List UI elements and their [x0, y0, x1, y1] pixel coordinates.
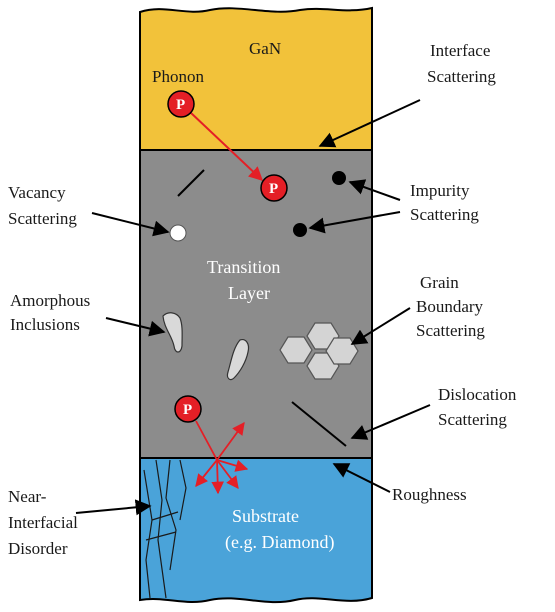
- impurity-dot-1: [332, 171, 346, 185]
- pointer-arrows: [75, 99, 431, 516]
- label-interface-1: Interface: [430, 41, 490, 60]
- arrow-roughness: [332, 463, 391, 493]
- amorphous-inclusion-2: [226, 339, 250, 381]
- substrate-label-1: Substrate: [232, 506, 299, 526]
- svg-text:P: P: [176, 97, 185, 113]
- label-amorphous-2: Inclusions: [10, 315, 80, 334]
- label-disorder-2: Interfacial: [8, 513, 78, 532]
- phonon-title: Phonon: [152, 67, 204, 86]
- grain-hexagons: [279, 322, 359, 380]
- impurity-dot-2: [293, 223, 307, 237]
- substrate-layer: [139, 457, 373, 604]
- amorphous-inclusion-1: [162, 312, 183, 353]
- phonon-particle-1: P: [167, 90, 195, 118]
- label-impurity-2: Scattering: [410, 205, 479, 224]
- arrow-amorphous: [105, 317, 166, 337]
- arrow-grain: [350, 307, 411, 345]
- arrow-interface: [318, 99, 421, 148]
- phonon-particle-3: P: [174, 395, 202, 423]
- label-dislocation-2: Scattering: [438, 410, 507, 429]
- label-vacancy-1: Vacancy: [8, 183, 66, 202]
- arrow-impurity-1: [348, 179, 401, 201]
- phonon-scatter-arrows: [195, 420, 249, 495]
- label-roughness: Roughness: [392, 485, 467, 504]
- near-interfacial-disorder-lines: [143, 459, 187, 599]
- arrow-impurity-2: [308, 211, 401, 234]
- arrow-vacancy: [91, 212, 170, 237]
- label-disorder-1: Near-: [8, 487, 47, 506]
- transition-label-2: Layer: [228, 283, 270, 303]
- label-grain-3: Scattering: [416, 321, 485, 340]
- arrow-disorder: [75, 499, 152, 516]
- gan-layer: [139, 6, 373, 151]
- label-vacancy-2: Scattering: [8, 209, 77, 228]
- transition-label-1: Transition: [207, 257, 280, 277]
- dislocation-line-top: [177, 169, 205, 197]
- phonon-particle-2: P: [260, 174, 288, 202]
- svg-text:P: P: [269, 181, 278, 197]
- arrow-dislocation: [350, 404, 431, 440]
- vacancy-dot: [169, 224, 187, 242]
- substrate-label-2: (e.g. Diamond): [225, 532, 334, 553]
- label-impurity-1: Impurity: [410, 181, 470, 200]
- svg-text:P: P: [183, 402, 192, 418]
- label-amorphous-1: Amorphous: [10, 291, 90, 310]
- label-grain-2: Boundary: [416, 297, 484, 316]
- label-grain-1: Grain: [420, 273, 459, 292]
- phonon-path-arrow: [189, 111, 264, 181]
- gan-label: GaN: [249, 39, 281, 58]
- label-dislocation-1: Dislocation: [438, 385, 517, 404]
- label-interface-2: Scattering: [427, 67, 496, 86]
- label-disorder-3: Disorder: [8, 539, 68, 558]
- dislocation-line-bottom: [291, 401, 347, 447]
